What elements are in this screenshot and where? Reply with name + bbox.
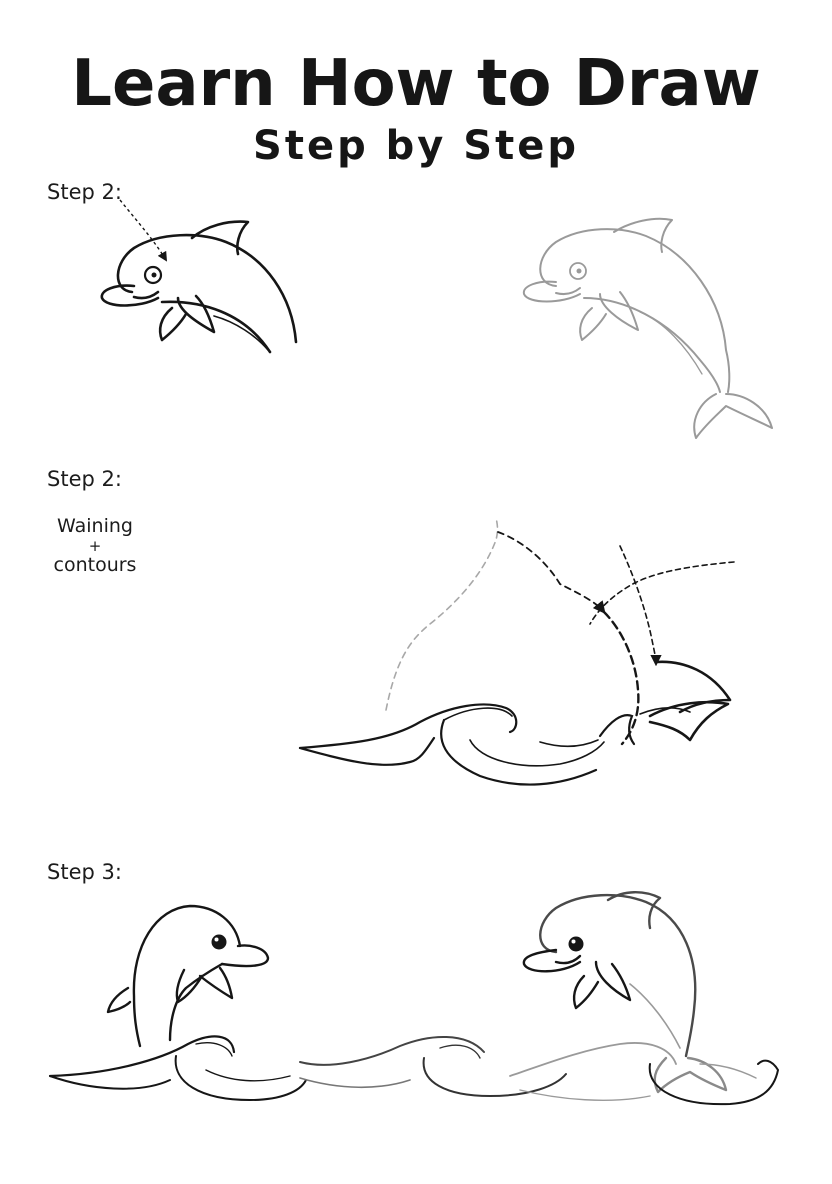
page-title: Learn How to Draw bbox=[71, 47, 761, 121]
guide-curves-step2 bbox=[385, 517, 735, 746]
dolphin-reference-step1 bbox=[522, 217, 773, 439]
pointer-arrow-step1 bbox=[119, 199, 168, 262]
step-label-3: Step 3: bbox=[47, 860, 122, 884]
note-line-1: Waining bbox=[57, 515, 133, 537]
fin-shapes-step2 bbox=[648, 660, 732, 742]
step-note: Waining + contours bbox=[40, 515, 150, 577]
dolphin-right-step3 bbox=[522, 891, 728, 1094]
note-plus: + bbox=[88, 537, 102, 555]
wave-step2 bbox=[298, 703, 691, 786]
dolphin-partial-step1 bbox=[100, 220, 298, 354]
dolphin-left-step3 bbox=[106, 904, 270, 1048]
step-label-1: Step 2: bbox=[47, 180, 122, 204]
waves-step3 bbox=[48, 1035, 780, 1106]
step-label-2: Step 2: bbox=[47, 467, 122, 491]
note-line-2: contours bbox=[53, 554, 137, 576]
page-subtitle: Step by Step bbox=[253, 123, 579, 169]
